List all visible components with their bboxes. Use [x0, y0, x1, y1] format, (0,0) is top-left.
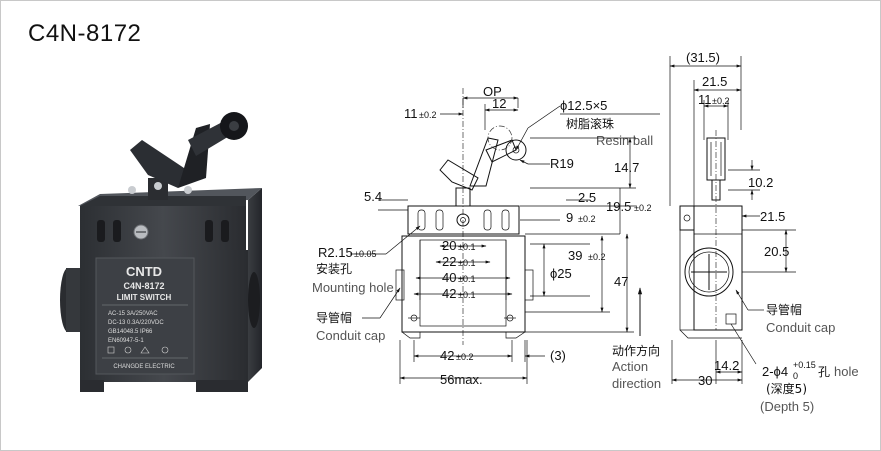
- dim-42b-tol: ±0.2: [456, 352, 473, 362]
- action-cn: 动作方向: [612, 343, 660, 358]
- cert-icon: [161, 346, 169, 354]
- dim-20-5: 20.5: [764, 244, 789, 259]
- dim-31-5: (31.5): [686, 50, 720, 65]
- conduit-circle: [684, 247, 734, 297]
- mount-cn: 安装孔: [316, 261, 352, 276]
- dim-21-5-top: 21.5: [702, 74, 727, 89]
- ball-en: Resin ball: [596, 133, 653, 148]
- dim-20: 20: [442, 238, 456, 253]
- hole-en: hole: [834, 364, 859, 379]
- switch-photo: CNTD C4N-8172 LIMIT SWITCH AC-15 3A/250V…: [60, 112, 262, 392]
- dim-39-tol: ±0.2: [588, 252, 605, 262]
- photo-rating-4: EN60947-5-1: [108, 338, 144, 344]
- dim-9: 9: [566, 210, 573, 225]
- dim-22-tol: ±0.1: [458, 258, 475, 268]
- photo-model: C4N-8172: [123, 281, 164, 291]
- cap-en-front: Conduit cap: [316, 328, 385, 343]
- dim-ball: ϕ12.5×5: [560, 98, 607, 113]
- mount-slot: [221, 220, 229, 242]
- screw-icon: [184, 186, 192, 194]
- nameplate: [95, 257, 195, 375]
- lever-arm: [130, 140, 190, 188]
- dim-40: 40: [442, 270, 456, 285]
- roller-icon: [505, 139, 527, 161]
- dim-11-side: 11: [698, 92, 712, 107]
- dim-19-5-tol: ±0.2: [634, 203, 651, 213]
- photo-rating-1: AC-15 3A/250VAC: [108, 311, 158, 317]
- photo-type: LIMIT SWITCH: [117, 293, 172, 302]
- dim-30: 30: [698, 373, 712, 388]
- depth-en: (Depth 5): [760, 399, 814, 414]
- dim-op: OP: [483, 84, 502, 99]
- dim-40-tol: ±0.1: [458, 274, 475, 284]
- dim-14-2: 14.2: [714, 358, 739, 373]
- dim-47: 47: [614, 274, 628, 289]
- action-en-1: Action: [612, 359, 648, 374]
- mount-slot: [205, 220, 213, 242]
- dim-42-tol: ±0.1: [458, 290, 475, 300]
- screw-icon: [456, 213, 470, 227]
- mount-slot: [113, 220, 121, 242]
- mount-en: Mounting hole: [312, 280, 394, 295]
- dim-20-tol: ±0.1: [458, 242, 475, 252]
- cap-en-side: Conduit cap: [766, 320, 835, 335]
- hole-spec: 2-ϕ4: [762, 364, 788, 379]
- dim-11-tol: ±0.2: [419, 110, 436, 120]
- dim-21-5: 21.5: [760, 209, 785, 224]
- dim-56: 56max.: [440, 372, 483, 387]
- dim-3: (3): [550, 348, 566, 363]
- depth-cn: (深度5): [766, 381, 807, 396]
- dim-11: 11: [404, 106, 418, 121]
- hole-tol-up: +0.15: [793, 360, 816, 370]
- switch-head-front: [80, 206, 246, 252]
- side-view-drawing: (31.5) 21.5 11 ±0.2 10.2 2: [669, 50, 859, 414]
- screw-icon: [128, 186, 136, 194]
- action-en-2: direction: [612, 376, 661, 391]
- ball-cn: 树脂滚珠: [566, 116, 614, 131]
- hole-tol-dn: 0: [793, 371, 798, 381]
- hole-cn: 孔: [818, 365, 830, 379]
- dim-5-4: 5.4: [364, 189, 382, 204]
- cap-cn-front: 导管帽: [316, 310, 352, 325]
- dim-39: 39: [568, 248, 582, 263]
- dim-11-side-tol: ±0.2: [712, 96, 729, 106]
- dim-r2-15: R2.15: [318, 245, 353, 260]
- warning-icon: [140, 346, 150, 354]
- dim-9-tol: ±0.2: [578, 214, 595, 224]
- dim-10-2: 10.2: [748, 175, 773, 190]
- dim-14-7: 14.7: [614, 160, 639, 175]
- dim-r19: R19: [550, 156, 574, 171]
- photo-maker: CHANGDE ELECTRIC: [113, 364, 175, 370]
- dim-12: 12: [492, 96, 506, 111]
- side-body: [693, 205, 743, 331]
- screw-icon: [154, 182, 162, 190]
- photo-brand: CNTD: [126, 264, 162, 279]
- dim-19-5: 19.5: [606, 199, 631, 214]
- conduit-cap-side: [248, 272, 260, 328]
- photo-rating-2: DC-13 0.3A/220VDC: [108, 320, 164, 326]
- dim-42: 42: [442, 286, 456, 301]
- page-title: C4N-8172: [28, 20, 142, 47]
- dim-42b: 42: [440, 348, 454, 363]
- dim-22: 22: [442, 254, 456, 269]
- cert-icon: [107, 346, 115, 354]
- dim-2-5: 2.5: [578, 190, 596, 205]
- cert-icon: [124, 346, 132, 354]
- cap-cn-side: 导管帽: [766, 302, 802, 317]
- dim-phi25: ϕ25: [550, 266, 572, 281]
- dim-r2-15-tol: ±0.05: [354, 249, 376, 259]
- head-outline: [407, 205, 520, 235]
- photo-rating-3: GB14048.5 IP66: [108, 329, 153, 335]
- mount-slot: [97, 220, 105, 242]
- front-view-drawing: OP 12 11 ±0.2 ϕ12.5×5 树脂滚珠 Resin ball R1…: [312, 84, 661, 391]
- lever-arm: [439, 159, 479, 191]
